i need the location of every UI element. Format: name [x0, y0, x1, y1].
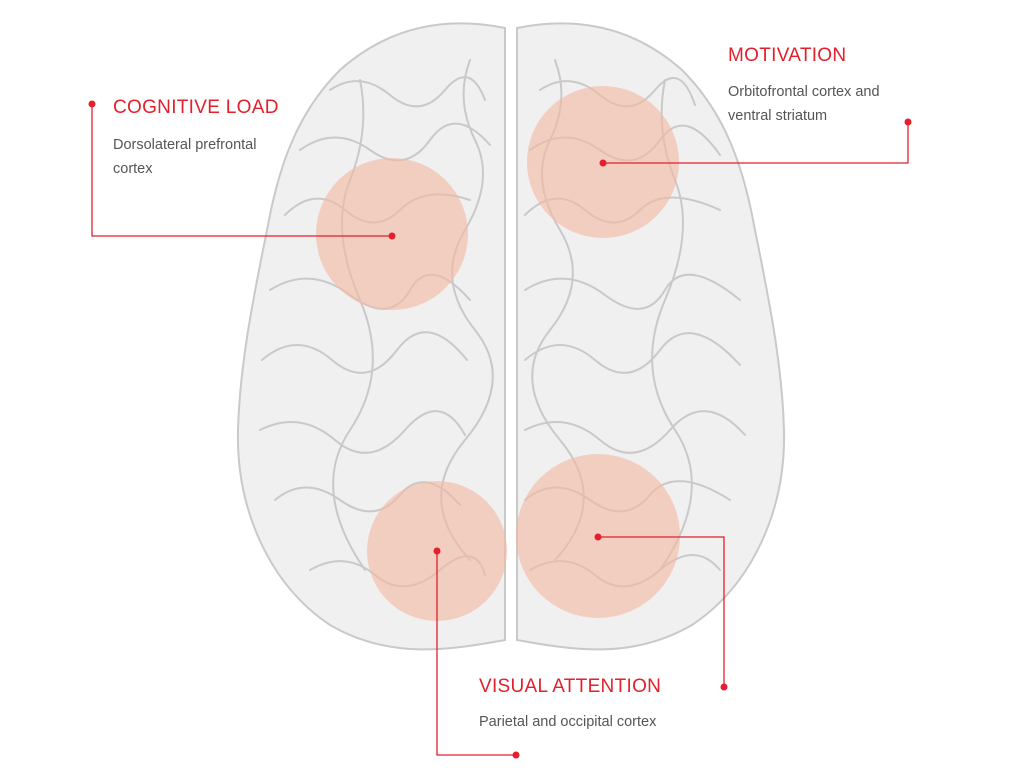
cognitive-load-leader: [91, 104, 392, 237]
motivation-title: MOTIVATION: [728, 45, 847, 66]
callout-dots: [88, 100, 912, 759]
motivation-description: Orbitofrontal cortex and ventral striatu…: [728, 84, 880, 124]
parietal-dot: [433, 547, 441, 555]
visual-attention-leader-parietal: [436, 551, 516, 756]
cognitive-load-dot-start: [88, 100, 96, 108]
parietal-dot-end: [512, 751, 520, 759]
visual-attention-description: Parietal and occipital cortex: [479, 714, 657, 730]
cognitive-load-title: COGNITIVE LOAD: [113, 97, 279, 118]
motivation-dot-end: [599, 159, 607, 167]
callout-lines: [91, 104, 909, 756]
cognitive-load-dot-end: [388, 232, 396, 240]
occipital-dot-end: [720, 683, 728, 691]
occipital-dot: [594, 533, 602, 541]
motivation-dot-start: [904, 118, 912, 126]
motivation-leader: [603, 122, 909, 164]
cognitive-load-description: Dorsolateral prefrontal cortex: [113, 137, 257, 177]
brain-illustration: [236, 22, 786, 651]
visual-attention-title: VISUAL ATTENTION: [479, 676, 662, 697]
visual-attention-leader-occipital: [598, 536, 725, 687]
